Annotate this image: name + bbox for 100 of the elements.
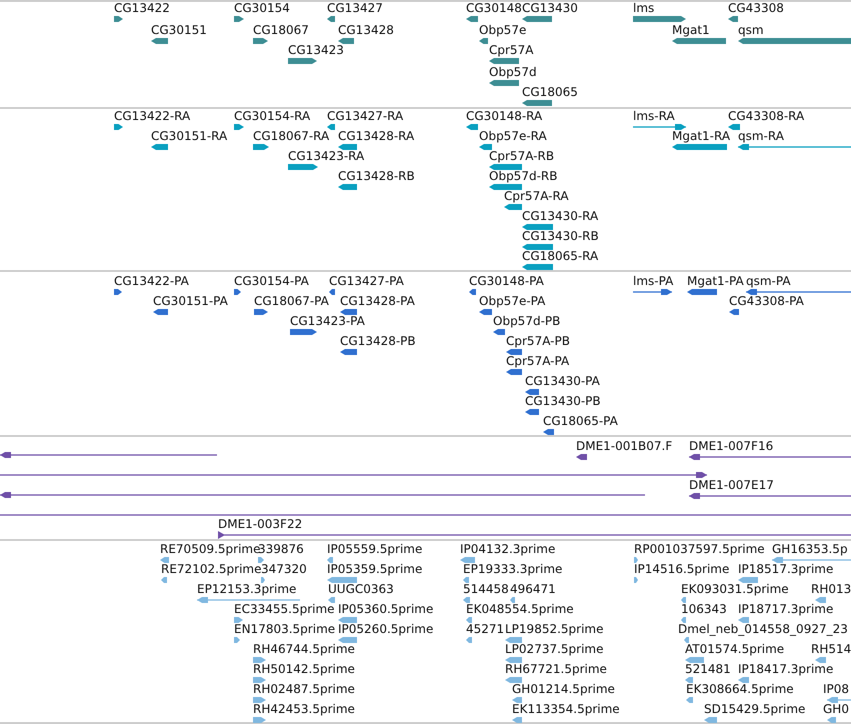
feature-label: Obp57d — [489, 65, 537, 79]
feature-label: Dmel_neb_014558_0927_23 — [678, 622, 848, 636]
feature-label: AT01574.5prime — [685, 642, 784, 656]
feature-label: GH01214.5prime — [512, 682, 615, 696]
feature-label: 514458 — [463, 582, 509, 596]
feature-label: lms-PA — [633, 274, 674, 288]
feature-label: 45271 — [466, 622, 504, 636]
feature-label: CG13427-PA — [329, 274, 404, 288]
feature-label: qsm — [738, 23, 764, 37]
feature-label: CG43308-RA — [728, 109, 804, 123]
feature-label: lms — [633, 1, 654, 15]
feature-label: CG13430 — [522, 1, 578, 15]
feature-label: DME1-003F22 — [218, 517, 302, 531]
feature-label: CG30151-RA — [151, 129, 228, 143]
feature-label: CG18067-PA — [254, 294, 329, 308]
feature-label: CG18067 — [253, 23, 309, 37]
feature-label: 347320 — [261, 562, 307, 576]
feature-label: IP18517.3prime — [738, 562, 834, 576]
feature-label: IP18417.3prime — [738, 662, 834, 676]
feature-label: CG18067-RA — [253, 129, 330, 143]
feature-label: LP19852.5prime — [505, 622, 604, 636]
feature-label: Cpr57A-RA — [504, 189, 569, 203]
feature-label: CG13423 — [288, 43, 344, 57]
feature-label: IP05359.5prime — [327, 562, 422, 576]
feature-label: Obp57e — [479, 23, 526, 37]
feature-label: CG30148 — [466, 1, 522, 15]
feature-label: IP05360.5prime — [338, 602, 434, 616]
feature-label: CG18065-RA — [522, 249, 598, 263]
feature-label: CG13427-RA — [327, 109, 404, 123]
feature-label: LP02737.5prime — [505, 642, 604, 656]
feature-label: CG43308-PA — [729, 294, 804, 308]
feature-label: qsm-RA — [738, 129, 784, 143]
feature-label: Obp57d-RB — [489, 169, 558, 183]
feature-label: CG13428-RA — [338, 129, 414, 143]
feature-label: Mgat1-PA — [687, 274, 744, 288]
feature-label: IP05260.5prime — [338, 622, 434, 636]
feature-label: RH50142.5prime — [253, 662, 355, 676]
feature-label: CG13423-RA — [288, 149, 364, 163]
feature-label: CG30154-PA — [234, 274, 309, 288]
feature-label: CG13430-PA — [525, 374, 600, 388]
feature-label: RP001037597.5prime — [634, 542, 765, 556]
feature-label: CG30154-RA — [234, 109, 310, 123]
feature-label: CG18065-PA — [543, 414, 618, 428]
feature-label: CG30148-RA — [466, 109, 542, 123]
feature-label: 339876 — [258, 542, 304, 556]
feature-label: Cpr57A-PA — [506, 354, 570, 368]
feature-label: Obp57e-RA — [479, 129, 547, 143]
feature-label: RH42453.5prime — [253, 702, 355, 716]
feature-label: CG30151 — [151, 23, 207, 37]
feature-label: CG30148-PA — [469, 274, 544, 288]
feature-label: DME1-001B07.F — [576, 439, 672, 453]
feature-label: CG13428-PB — [340, 334, 416, 348]
feature-label: CG13430-PB — [525, 394, 601, 408]
feature-label: RH514 — [811, 642, 851, 656]
feature-label: GH16353.5p — [772, 542, 848, 556]
feature-label: EN17803.5prime — [234, 622, 336, 636]
feature-label: CG43308 — [728, 1, 784, 15]
feature-label: EC33455.5prime — [234, 602, 335, 616]
feature-label: EK048554.5prime — [466, 602, 574, 616]
feature-label: CG13430-RB — [522, 229, 599, 243]
feature-label: DME1-007E17 — [689, 478, 774, 492]
feature-label: RE70509.5prime — [160, 542, 260, 556]
feature-label: SD15429.5prime — [704, 702, 806, 716]
feature-label: RH46744.5prime — [253, 642, 355, 656]
feature-label: Obp57d-PB — [493, 314, 560, 328]
feature-label: lms-RA — [633, 109, 675, 123]
feature-label: RH67721.5prime — [505, 662, 607, 676]
feature-label: EK093031.5prime — [681, 582, 789, 596]
feature-label: DME1-007F16 — [689, 439, 774, 453]
feature-label: IP08 — [823, 682, 850, 696]
feature-label: CG13428-RB — [338, 169, 415, 183]
feature-label: Mgat1-RA — [672, 129, 730, 143]
feature-label: RE72102.5prime — [161, 562, 262, 576]
feature-label: EK113354.5prime — [512, 702, 620, 716]
feature-label: 106343 — [681, 602, 727, 616]
feature-label: CG13422-RA — [114, 109, 190, 123]
feature-label: IP05559.5prime — [327, 542, 422, 556]
feature-label: CG13427 — [327, 1, 383, 15]
feature-label: Cpr57A — [489, 43, 534, 57]
feature-label: CG13428-PA — [340, 294, 415, 308]
feature-label: RH013 — [811, 582, 851, 596]
feature-label: Cpr57A-RB — [489, 149, 554, 163]
feature-label: qsm-PA — [746, 274, 791, 288]
feature-label: Obp57e-PA — [479, 294, 546, 308]
feature-label: CG30154 — [234, 1, 290, 15]
feature-label: EK308664.5prime — [686, 682, 794, 696]
feature-label: Mgat1 — [672, 23, 710, 37]
feature-label: 521481 — [685, 662, 731, 676]
feature-label: CG30151-PA — [153, 294, 228, 308]
feature-label: EP12153.3prime — [197, 582, 296, 596]
feature-label: EP19333.3prime — [463, 562, 562, 576]
feature-label: IP04132.3prime — [460, 542, 556, 556]
feature-label: GH0 — [823, 702, 849, 716]
feature-label: CG13422 — [114, 1, 170, 15]
feature-label: IP18717.3prime — [738, 602, 834, 616]
feature-label: CG18065 — [522, 85, 578, 99]
feature-label: Cpr57A-PB — [506, 334, 570, 348]
feature-label: UUGC0363 — [328, 582, 394, 596]
feature-label: CG13430-RA — [522, 209, 598, 223]
feature-label: CG13428 — [338, 23, 394, 37]
